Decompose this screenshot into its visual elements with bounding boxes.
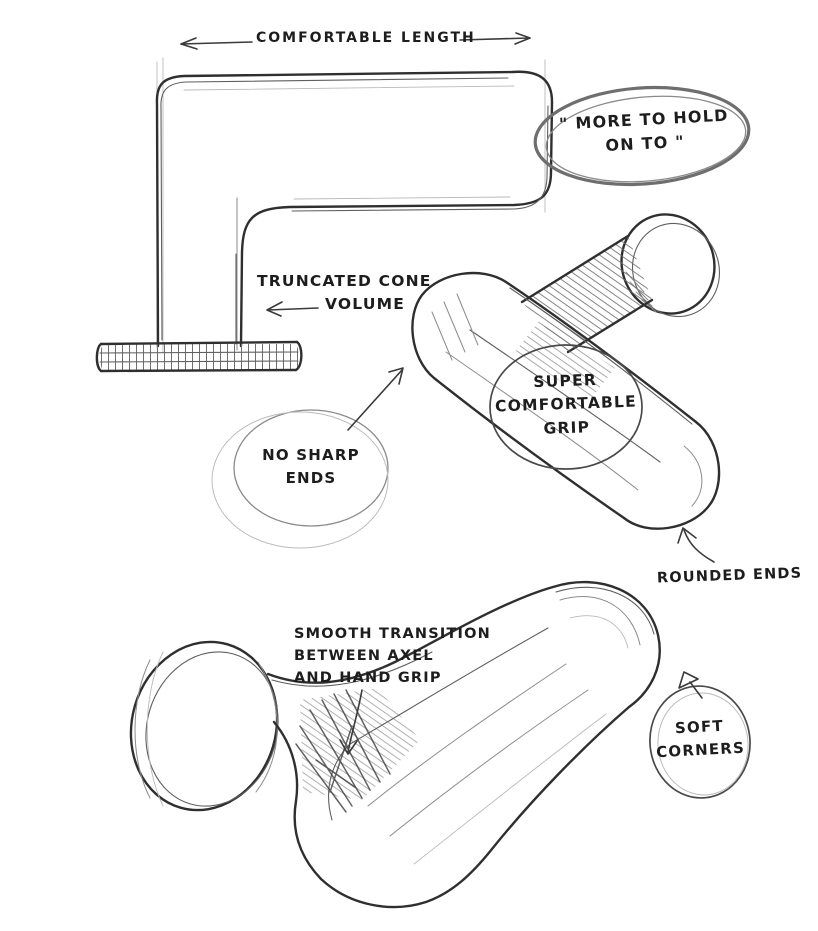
smooth-transition-arrow: [339, 689, 363, 755]
rounded-ends-arrow: [677, 527, 715, 563]
truncated-cone-arrow: [266, 301, 319, 317]
no-sharp-ends-bubble: [211, 367, 404, 549]
annotation-smooth-transition-line2: BETWEEN AXEL: [294, 647, 434, 664]
annotation-no-sharp-ends: NO SHARP ENDS: [236, 444, 386, 489]
annotation-truncated-cone: TRUNCATED CONE VOLUME: [257, 270, 432, 317]
grip-three-quarter-sketch: [411, 213, 721, 530]
annotation-no-sharp-ends-line1: NO SHARP: [262, 446, 360, 464]
annotation-soft-corners: SOFT CORNERS: [647, 713, 753, 763]
handle-full-perspective-sketch: [129, 580, 661, 909]
annotation-smooth-transition-line1: SMOOTH TRANSITION: [294, 626, 491, 642]
handle-side-view-sketch: [95, 57, 554, 373]
soft-corners-bubble: [649, 671, 751, 799]
annotation-smooth-transition: SMOOTH TRANSITION BETWEEN AXEL AND HAND …: [294, 624, 491, 689]
super-grip-bubble: [489, 344, 643, 470]
comfortable-length-arrows: [180, 32, 531, 50]
annotation-super-comfortable-grip: SUPER COMFORTABLE GRIP: [477, 367, 655, 443]
annotation-comfortable-length: COMFORTABLE LENGTH: [256, 30, 476, 46]
annotation-smooth-transition-line3: AND HAND GRIP: [294, 669, 442, 686]
annotation-more-to-hold: " MORE TO HOLD ON TO ": [551, 103, 738, 161]
annotation-no-sharp-ends-line2: ENDS: [285, 468, 337, 487]
annotation-truncated-cone-line2: VOLUME: [325, 295, 406, 314]
more-to-hold-bubble: [533, 85, 751, 187]
annotation-truncated-cone-line1: TRUNCATED CONE: [257, 272, 432, 290]
